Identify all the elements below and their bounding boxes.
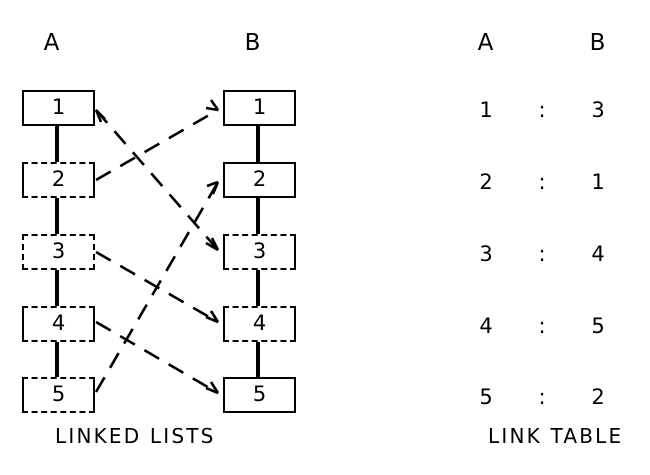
node-a-2[interactable]: 2 xyxy=(22,162,95,198)
arrowhead-b5 xyxy=(205,381,220,395)
table-row: 5 : 2 xyxy=(420,385,650,415)
vlink-a3-a4 xyxy=(55,270,59,306)
link-table-caption: LINK TABLE xyxy=(488,424,624,448)
node-b-4-label: 4 xyxy=(252,310,267,335)
row-4-b: 2 xyxy=(591,385,605,409)
arrowhead-b2 xyxy=(206,180,220,195)
node-a-2-label: 2 xyxy=(51,166,66,191)
table-row: 4 : 5 xyxy=(420,314,650,344)
row-1-b: 1 xyxy=(591,170,605,194)
row-0-sep: : xyxy=(538,98,546,122)
node-b-2[interactable]: 2 xyxy=(223,162,296,198)
row-0-a: 1 xyxy=(479,98,493,122)
vlink-a1-a2 xyxy=(55,126,59,162)
arrowhead-a1 xyxy=(94,109,106,123)
row-4-a: 5 xyxy=(479,385,493,409)
row-2-sep: : xyxy=(538,242,546,266)
row-2-a: 3 xyxy=(479,242,493,266)
vlink-b1-b2 xyxy=(256,126,260,162)
vlink-a4-a5 xyxy=(55,342,59,378)
node-b-3[interactable]: 3 xyxy=(223,234,296,270)
arrowhead-b1 xyxy=(205,99,220,112)
node-b-1[interactable]: 1 xyxy=(223,90,296,126)
node-a-1[interactable]: 1 xyxy=(22,90,95,126)
node-b-2-label: 2 xyxy=(252,166,267,191)
list-a-header: A xyxy=(43,30,61,56)
node-a-3[interactable]: 3 xyxy=(22,234,95,270)
cross-link-layer xyxy=(94,99,220,395)
link-table-header-b: B xyxy=(589,30,607,56)
arrowhead-b3 xyxy=(205,237,220,252)
node-a-5[interactable]: 5 xyxy=(22,377,95,413)
vlink-b4-b5 xyxy=(256,342,260,378)
arrowhead-b4 xyxy=(205,310,220,324)
node-a-4[interactable]: 4 xyxy=(22,306,95,342)
row-3-a: 4 xyxy=(479,314,493,338)
node-a-5-label: 5 xyxy=(51,381,66,406)
node-a-3-label: 3 xyxy=(51,238,66,263)
list-b-header: B xyxy=(244,30,262,56)
row-3-b: 5 xyxy=(591,314,605,338)
node-b-1-label: 1 xyxy=(252,94,267,119)
row-0-b: 3 xyxy=(591,98,605,122)
link-a2-b1 xyxy=(95,108,219,182)
link-a5-b2 xyxy=(94,181,220,393)
link-a1-b3 xyxy=(95,109,219,251)
node-b-3-label: 3 xyxy=(252,238,267,263)
linked-lists-panel: A B xyxy=(22,30,296,448)
node-a-4-label: 4 xyxy=(51,310,66,335)
node-b-5[interactable]: 5 xyxy=(223,377,296,413)
row-1-sep: : xyxy=(538,170,546,194)
row-3-sep: : xyxy=(538,314,546,338)
vlink-a2-a3 xyxy=(55,198,59,234)
node-b-5-label: 5 xyxy=(252,381,267,406)
table-row: 1 : 3 xyxy=(420,98,650,128)
link-table-header-a: A xyxy=(477,30,495,56)
row-2-b: 4 xyxy=(591,242,605,266)
row-1-a: 2 xyxy=(479,170,493,194)
link-a4-b5 xyxy=(95,320,219,395)
table-row: 2 : 1 xyxy=(420,170,650,200)
linked-lists-caption: LINKED LISTS xyxy=(55,424,216,448)
vlink-b2-b3 xyxy=(256,198,260,234)
row-4-sep: : xyxy=(538,385,546,409)
table-row: 3 : 4 xyxy=(420,242,650,272)
node-b-4[interactable]: 4 xyxy=(223,306,296,342)
node-a-1-label: 1 xyxy=(51,94,66,119)
vlink-b3-b4 xyxy=(256,270,260,306)
